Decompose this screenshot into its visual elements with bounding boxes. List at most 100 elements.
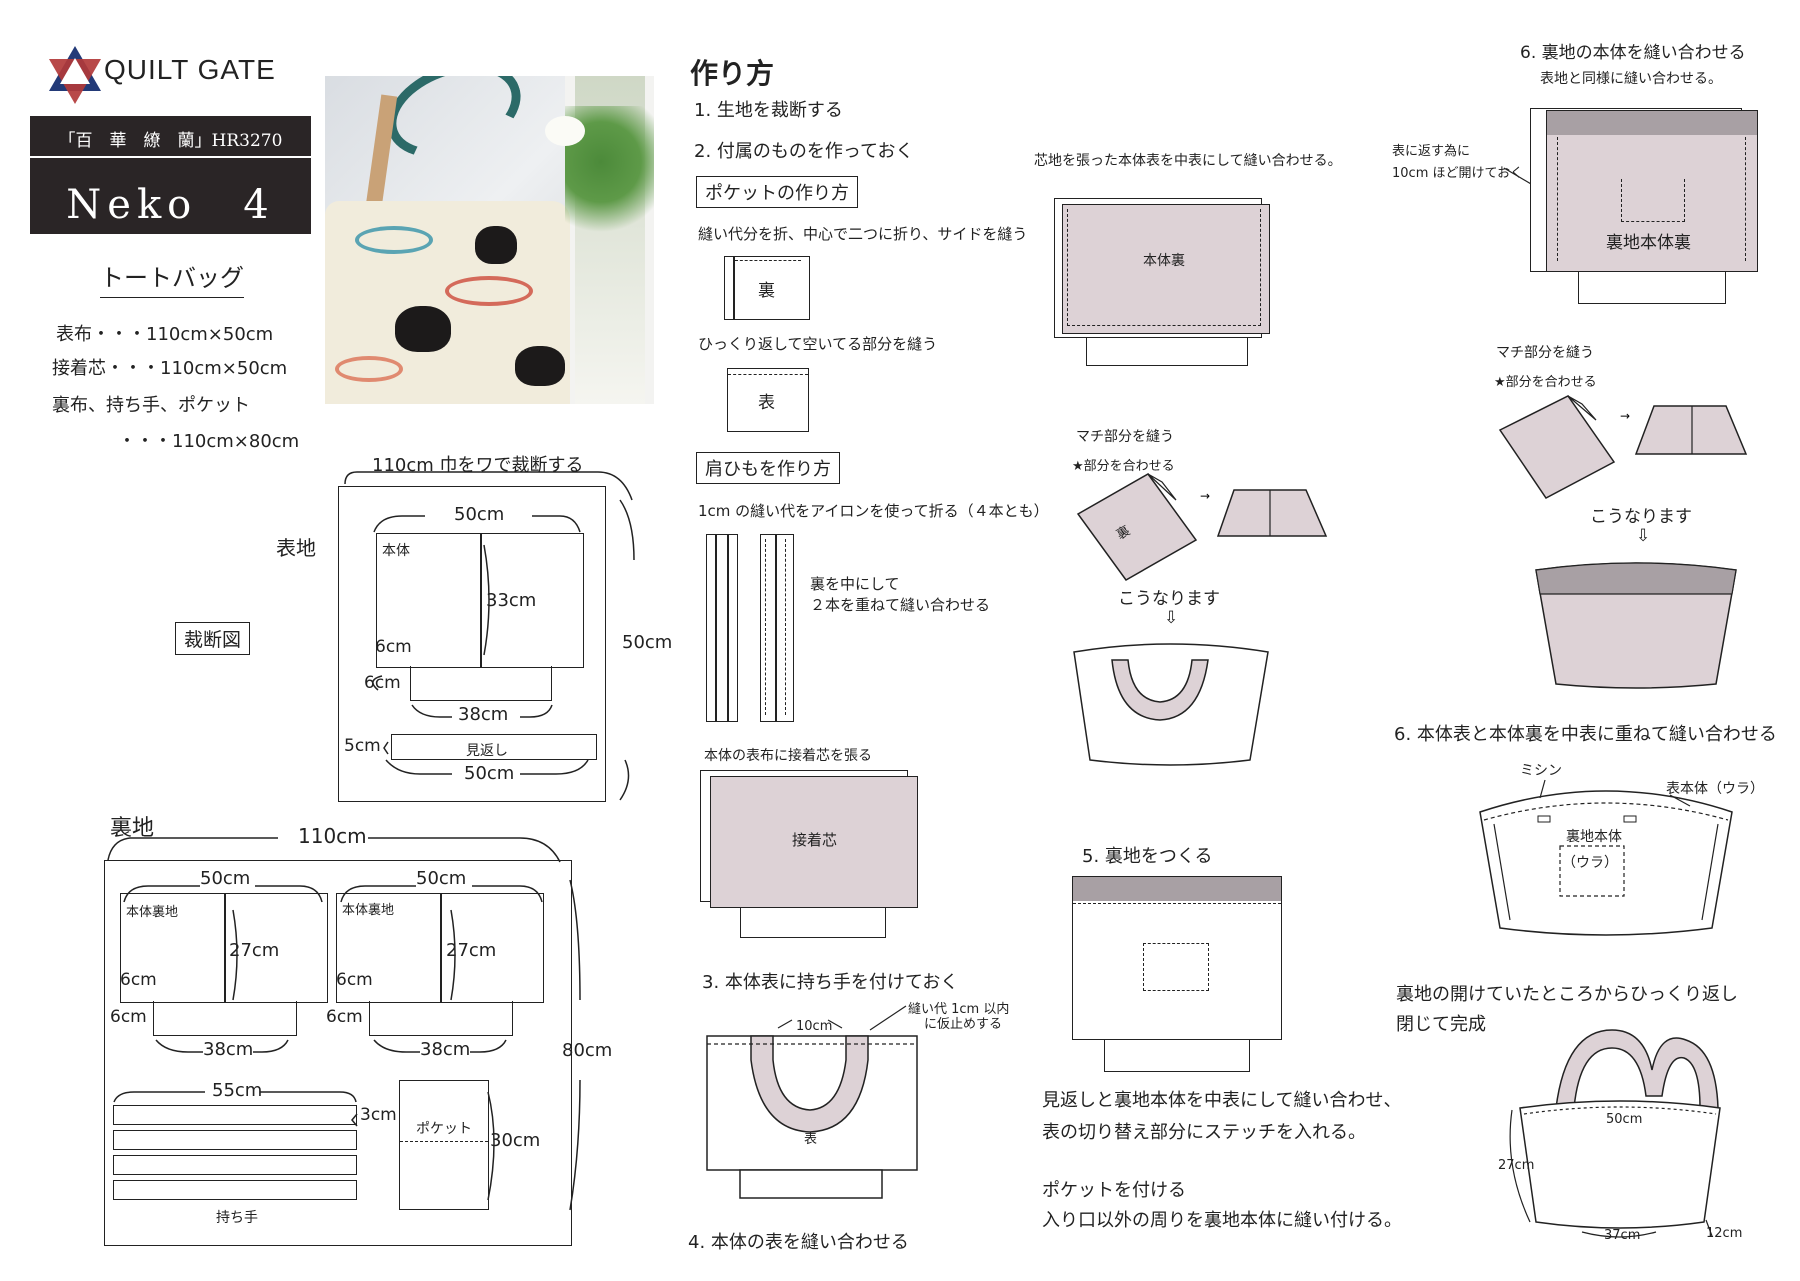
pocket-back-label: 裏 — [758, 281, 775, 301]
turn-note-2: 10cm ほど開けておく — [1392, 166, 1524, 181]
lining-back-label: 裏地本体裏 — [1606, 233, 1691, 253]
strap-text-1: 1cm の縫い代をアイロンを使って折る（４本とも） — [698, 502, 1049, 520]
outer-corner-a: 6cm — [375, 637, 412, 657]
material-outer: 表布・・・110cm×50cm — [56, 324, 274, 345]
outer-body-height-label: 33cm — [486, 590, 537, 611]
lining-piece-2-height: 27cm — [446, 940, 497, 961]
outer-body-bottom — [410, 666, 552, 701]
handle-height-label: 3cm — [360, 1105, 397, 1125]
lining-fabric-label: 裏地 — [110, 816, 155, 841]
dim-side: 12cm — [1706, 1226, 1743, 1241]
dim-height: 27cm — [1498, 1158, 1535, 1173]
material-interfacing: 接着芯・・・110cm×50cm — [52, 358, 288, 379]
outer-corner-b: 6cm — [364, 673, 401, 693]
handle-label: 持ち手 — [216, 1210, 258, 1226]
handle-strip-4 — [113, 1180, 357, 1200]
outer-height-label: 50cm — [622, 632, 673, 653]
strap-fold-diagram — [706, 534, 738, 722]
step-4: 4. 本体の表を縫い合わせる — [688, 1232, 909, 1253]
lining-piece-2 — [336, 893, 544, 1003]
turn-note-1: 表に返す為に — [1392, 144, 1471, 159]
pocket-fold-diagram — [724, 256, 810, 320]
match-note-col3: ★部分を合わせる — [1072, 459, 1175, 474]
svg-text:→: → — [1620, 409, 1630, 423]
star-logo-icon — [49, 46, 101, 104]
result-col3: こうなります — [1118, 589, 1220, 609]
sew-note: 芯地を張った本体表を中表にして縫い合わせる。 — [1034, 153, 1342, 169]
material-lining-size: ・・・110cm×80cm — [118, 431, 300, 452]
outer-width-label: 50cm — [454, 504, 505, 525]
outer-body-label: 本体 — [382, 543, 410, 559]
cutting-diagram-label: 裁断図 — [175, 622, 251, 655]
lining-piece-2-bottom: 38cm — [420, 1039, 471, 1060]
match-note-col4: ★部分を合わせる — [1494, 375, 1597, 390]
step-6a: 6. 裏地の本体を縫い合わせる — [1520, 43, 1746, 63]
step-6b: 6. 本体表と本体裏を中表に重ねて縫い合わせる — [1394, 724, 1777, 745]
pocket-heading: ポケットの作り方 — [696, 176, 858, 208]
lining-width-label: 110cm — [298, 824, 367, 848]
lining-piece-1-height: 27cm — [229, 940, 280, 961]
series-banner: 「百 華 繚 蘭」HR3270 Neko 4 — [30, 116, 311, 234]
step-6a-sub: 表地と同様に縫い合わせる。 — [1540, 71, 1722, 87]
result-col4: こうなります — [1590, 507, 1692, 527]
pocket-text-1: 縫い代分を折、中心で二つに折り、サイドを縫う — [698, 225, 1028, 243]
interfacing-diagram — [710, 776, 918, 908]
lining-piece-2-corner-a: 6cm — [336, 970, 373, 990]
outer-back-label: 表本体（ウラ） — [1666, 781, 1764, 797]
outer-fabric-rect — [338, 486, 606, 802]
pocket-attach-1: ポケットを付ける — [1042, 1180, 1186, 1201]
strap-text-2a: 裏を中にして — [810, 575, 900, 593]
series-title: Neko 4 — [66, 182, 275, 228]
facing-label: 見返し — [466, 743, 508, 759]
lining-height-label: 80cm — [562, 1040, 613, 1061]
svg-text:→: → — [1200, 489, 1210, 503]
step-3: 3. 本体表に持ち手を付けておく — [702, 972, 959, 993]
facing-height-label: 5cm — [344, 736, 381, 756]
finish-2: 閉じて完成 — [1396, 1014, 1486, 1035]
gusset-note-col3: マチ部分を縫う — [1076, 429, 1174, 445]
lining-piece-1-corner-b: 6cm — [110, 1007, 147, 1027]
lining-piece-2-width: 50cm — [416, 868, 467, 889]
strap-heading: 肩ひもを作り方 — [696, 452, 840, 484]
seam-note-a: 縫い代 1cm 以内 — [908, 1002, 1010, 1017]
pocket-turned-diagram — [727, 368, 809, 432]
finish-1: 裏地の開けていたところからひっくり返し — [1396, 984, 1738, 1005]
brand-name: QUILT GATE — [104, 54, 276, 85]
product-name: トートバッグ — [100, 258, 244, 298]
body-back-label: 本体裏 — [1143, 253, 1185, 269]
outer-bottom-label: 38cm — [458, 704, 509, 725]
lining-piece-1-bottom: 38cm — [203, 1039, 254, 1060]
facing-piece — [391, 734, 597, 760]
lining-piece-1 — [120, 893, 328, 1003]
lining-back-diagram — [1546, 110, 1758, 272]
lining-piece-1-width: 50cm — [200, 868, 251, 889]
lining-piece-2-label: 本体裏地 — [342, 903, 395, 918]
outer-fabric-label: 表地 — [276, 536, 316, 560]
strap-text-2b: ２本を重ねて縫い合わせる — [810, 596, 991, 614]
handle-gap-label: 10cm — [796, 1019, 833, 1034]
pocket-text-2: ひっくり返して空いてる部分を縫う — [698, 335, 938, 353]
pocket-piece — [399, 1080, 489, 1210]
lining-body-label-1: 裏地本体 — [1566, 829, 1622, 845]
lining-body-label-2: （ウラ） — [1562, 855, 1618, 871]
step-5: 5. 裏地をつくる — [1082, 846, 1213, 867]
product-photo — [325, 76, 654, 404]
handle-width-label: 55cm — [212, 1080, 263, 1101]
dim-bottom: 37cm — [1604, 1228, 1641, 1243]
facing-width-label: 50cm — [464, 763, 515, 784]
seam-note-b: に仮止めする — [924, 1017, 1003, 1032]
handle-front-label: 表 — [804, 1132, 818, 1147]
pocket-attach-2: 入り口以外の周りを裏地本体に縫い付ける。 — [1042, 1210, 1402, 1231]
dim-width: 50cm — [1606, 1112, 1643, 1127]
series-label: 「百 華 繚 蘭」HR3270 — [58, 131, 283, 151]
outer-body-piece — [376, 533, 584, 668]
fold-note: 110cm 巾をワで裁断する — [372, 455, 584, 476]
